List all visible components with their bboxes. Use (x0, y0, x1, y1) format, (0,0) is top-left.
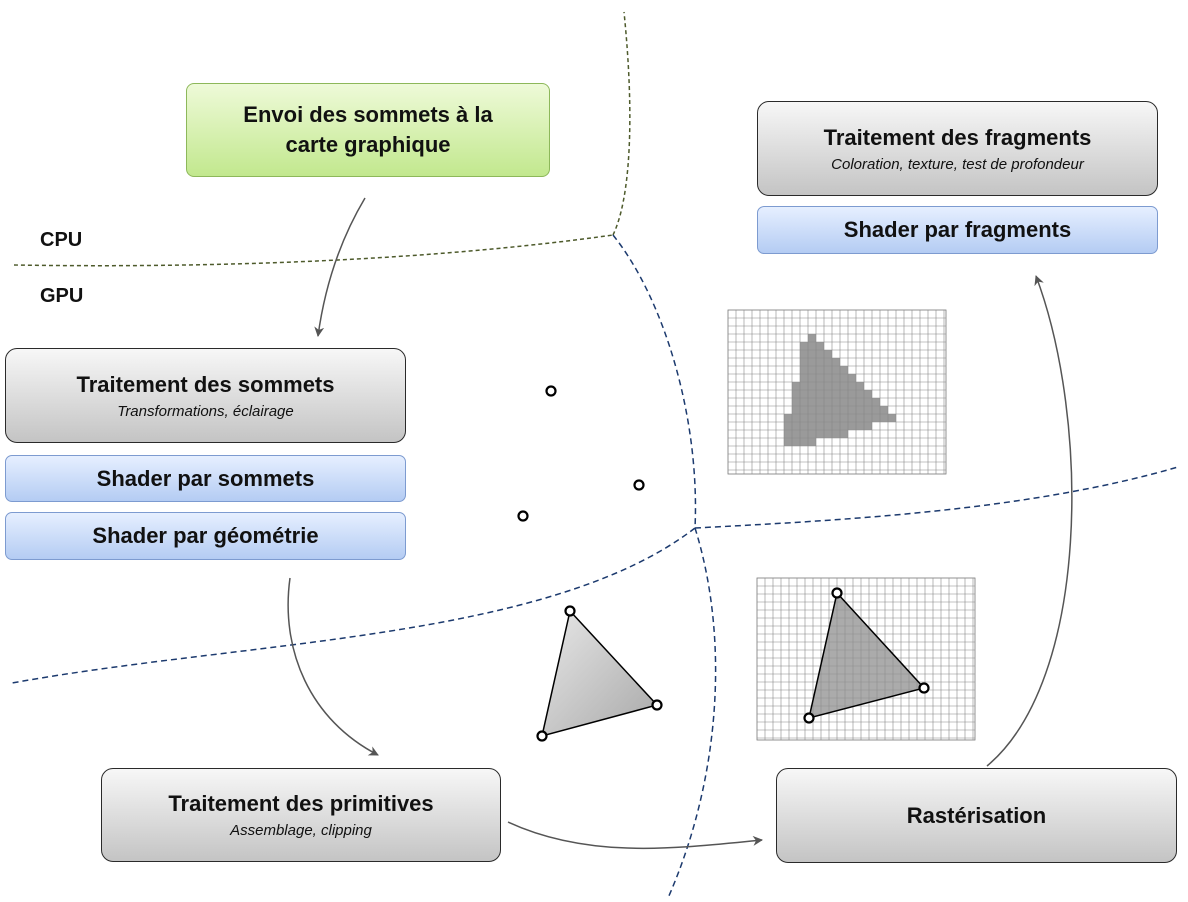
arrow-rasterisation-to-fragments (986, 275, 1073, 767)
raster-vertex (831, 587, 843, 599)
rasterisation-box: Rastérisation (776, 768, 1177, 863)
rasterisation-title: Rastérisation (906, 802, 1047, 828)
cpu-gpu-boundary-horizontal (13, 234, 614, 267)
shader-geometrie-box: Shader par géométrie (5, 512, 406, 560)
traitement-fragments-box: Traitement des fragments Coloration, tex… (757, 101, 1158, 196)
raster-vertex (803, 712, 815, 724)
envoi-sommets-title: Envoi des sommets à la carte graphique (243, 102, 493, 157)
traitement-sommets-box: Traitement des sommets Transformations, … (5, 348, 406, 443)
traitement-fragments-title: Traitement des fragments (823, 124, 1092, 150)
fragment-grid (727, 309, 947, 475)
traitement-sommets-subtitle: Transformations, éclairage (117, 402, 294, 420)
shader-geometrie-title: Shader par géométrie (92, 523, 319, 548)
raster-vertex (918, 682, 930, 694)
raster-triangle (807, 591, 926, 720)
stage-boundary-left (11, 527, 696, 684)
stage-boundary-top (612, 234, 697, 529)
arrow-envoi-to-sommets (314, 197, 366, 337)
stage-boundary-bottom (667, 527, 717, 899)
primitive-vertex (651, 699, 663, 711)
vertex-point (545, 385, 557, 397)
shader-sommets-box: Shader par sommets (5, 455, 406, 502)
vertex-point (633, 479, 645, 491)
cpu-gpu-boundary-vertical (612, 11, 631, 236)
traitement-sommets-title: Traitement des sommets (76, 371, 335, 397)
traitement-primitives-box: Traitement des primitives Assemblage, cl… (101, 768, 501, 862)
vertex-point (517, 510, 529, 522)
envoi-sommets-box: Envoi des sommets à la carte graphique (186, 83, 550, 177)
shader-fragments-title: Shader par fragments (843, 217, 1072, 242)
primitive-triangle (540, 609, 659, 738)
traitement-fragments-subtitle: Coloration, texture, test de profondeur (831, 155, 1084, 173)
arrow-geometrie-to-primitives (287, 577, 379, 756)
shader-fragments-box: Shader par fragments (757, 206, 1158, 254)
traitement-primitives-title: Traitement des primitives (168, 791, 434, 816)
stage-boundary-right (694, 466, 1179, 529)
shader-sommets-title: Shader par sommets (96, 465, 315, 491)
cpu-label: CPU (40, 229, 83, 251)
arrow-primitives-to-rasterisation (507, 821, 763, 850)
fragment-pixels (784, 334, 896, 446)
primitive-vertex (564, 605, 576, 617)
primitive-vertex (536, 730, 548, 742)
gpu-label: GPU (40, 285, 84, 307)
traitement-primitives-subtitle: Assemblage, clipping (230, 822, 372, 839)
